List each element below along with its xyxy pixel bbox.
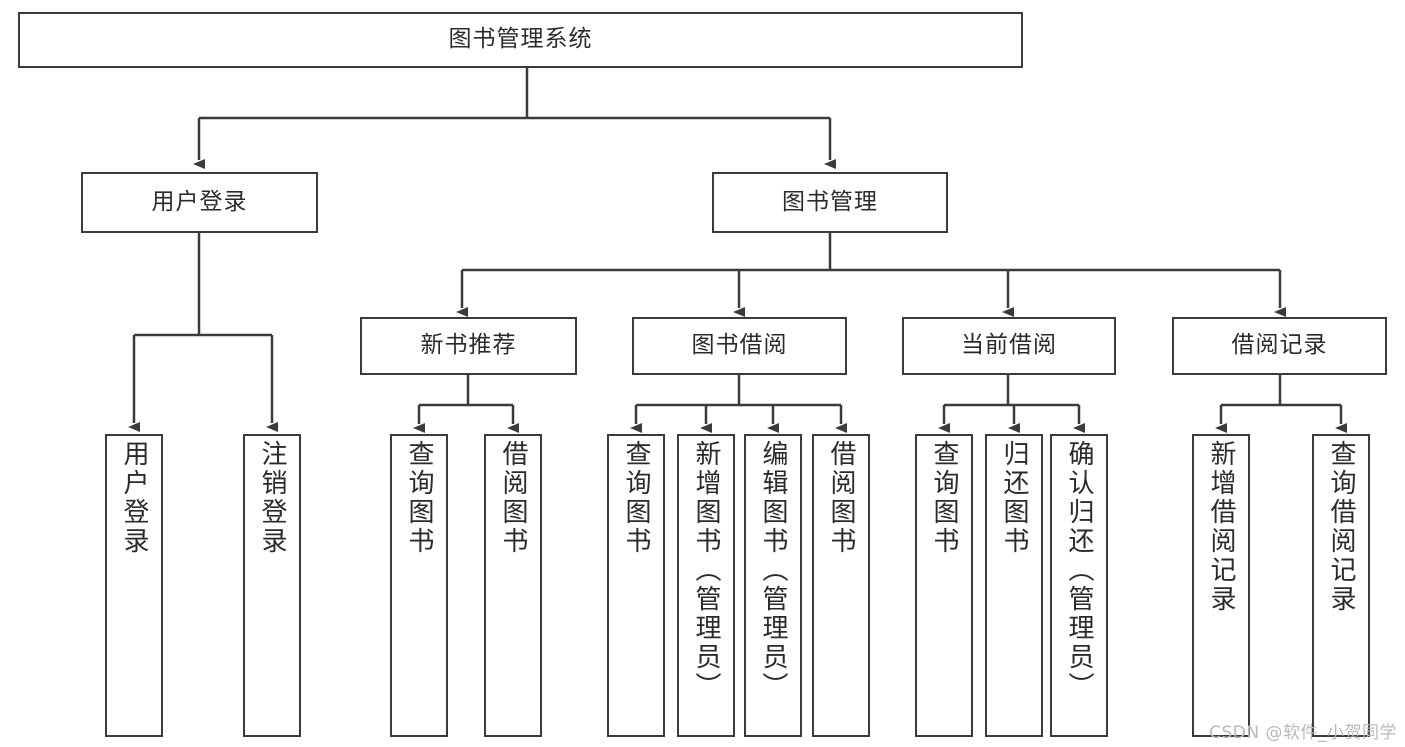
node-label: 归还图书 <box>999 440 1029 556</box>
node-label: 当前借阅 <box>961 332 1057 359</box>
node-leaf-confirm-return-admin[interactable]: 确认归还（管理员） <box>1050 434 1108 737</box>
node-new-book-recommendation[interactable]: 新书推荐 <box>360 317 577 375</box>
node-label: 编辑图书（管理员） <box>758 440 788 701</box>
node-leaf-query-books-current[interactable]: 查询图书 <box>915 434 973 737</box>
node-user-login[interactable]: 用户登录 <box>81 172 318 233</box>
csdn-watermark: CSDN @软件_小贺同学 <box>1209 723 1397 743</box>
node-leaf-query-books-borrow[interactable]: 查询图书 <box>607 434 665 737</box>
node-label: 用户登录 <box>151 188 248 215</box>
node-borrowing-records[interactable]: 借阅记录 <box>1172 317 1387 375</box>
node-label: 图书管理 <box>782 188 878 215</box>
node-label: 新增借阅记录 <box>1206 440 1236 614</box>
node-leaf-add-book-admin[interactable]: 新增图书（管理员） <box>677 434 735 737</box>
node-label: 借阅图书 <box>826 440 856 556</box>
node-current-borrowing[interactable]: 当前借阅 <box>902 317 1116 375</box>
node-leaf-logout[interactable]: 注销登录 <box>243 434 301 737</box>
node-book-management[interactable]: 图书管理 <box>712 172 948 233</box>
node-label: 注销登录 <box>257 440 287 556</box>
node-label: 图书借阅 <box>691 332 788 359</box>
node-leaf-edit-book-admin[interactable]: 编辑图书（管理员） <box>744 434 802 737</box>
node-label: 新增图书（管理员） <box>691 440 721 701</box>
node-label: 新书推荐 <box>420 332 517 359</box>
node-leaf-add-borrow-record[interactable]: 新增借阅记录 <box>1192 434 1250 737</box>
node-book-borrowing[interactable]: 图书借阅 <box>632 317 847 375</box>
node-label: 图书管理系统 <box>448 26 593 53</box>
node-label: 用户登录 <box>119 440 149 556</box>
node-label: 确认归还（管理员） <box>1064 440 1094 701</box>
node-label: 查询图书 <box>621 440 651 556</box>
node-label: 借阅记录 <box>1231 332 1328 359</box>
node-label: 查询图书 <box>929 440 959 556</box>
node-leaf-return-books[interactable]: 归还图书 <box>985 434 1043 737</box>
node-leaf-query-borrow-record[interactable]: 查询借阅记录 <box>1312 434 1370 737</box>
node-label: 查询图书 <box>404 440 434 556</box>
node-leaf-borrow-books-new[interactable]: 借阅图书 <box>484 434 542 737</box>
node-label: 借阅图书 <box>498 440 528 556</box>
node-leaf-borrow-books[interactable]: 借阅图书 <box>812 434 870 737</box>
node-label: 查询借阅记录 <box>1326 440 1356 614</box>
node-leaf-query-books-new[interactable]: 查询图书 <box>390 434 448 737</box>
node-root-book-management-system[interactable]: 图书管理系统 <box>18 12 1023 68</box>
node-leaf-user-login[interactable]: 用户登录 <box>105 434 163 737</box>
